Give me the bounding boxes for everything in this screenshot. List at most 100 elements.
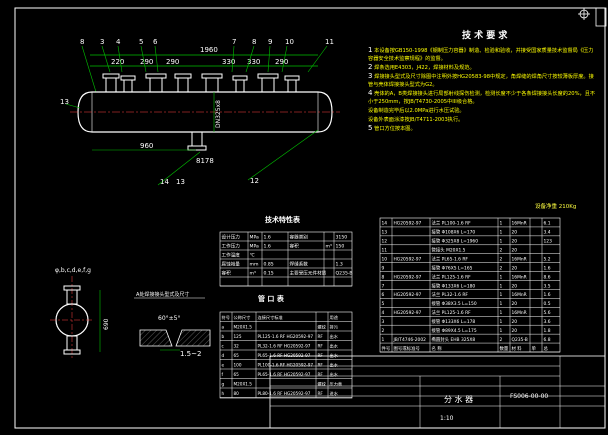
spec-cell: 1.3 [336,262,343,268]
nozzle-header-cell: 用途 [330,314,339,321]
bom-cell: 10 [382,256,388,262]
nozzle-cell: e [222,362,225,367]
bom-cell: 椭圆封头 EHB 325X8 [432,336,476,343]
callout-bottom-b: 13 [176,178,185,186]
callout-bottom-a: 14 [160,178,169,186]
spec-cell: 设计压力 [222,234,241,241]
bom-cell: 4 [382,310,385,316]
bom-header-cell: 总 [544,345,549,352]
nozzle-cell: g [222,381,225,386]
weld-angle: 60°±5° [158,315,180,322]
callout-right: 12 [250,177,259,185]
dim-6: 290 [275,58,288,66]
bom-cell: 3.6 [544,319,551,325]
nozzle-cell: 80 [234,391,240,396]
bom-cell: 1 [500,230,503,236]
top-nozzles [102,73,300,93]
nozzle-cell: M20X1.5 [234,324,253,329]
nozzle-cell: 出水 [330,371,339,378]
bom-cell: 5.2 [544,256,551,262]
bom-cell: 16MnR [512,274,527,280]
corner-mark [595,7,607,27]
bom-cell: 1 [500,319,503,325]
bom-cell: 9 [382,265,385,271]
nozzle-cell: d [222,353,225,358]
nozzle-cell: PL125-1.6 RF HG20592-97 [258,334,314,339]
nozzle-header-cell: 连接尺寸标准 [258,314,283,321]
nozzle-cell: 出水 [330,352,339,359]
nozzle-cell: 100 [234,362,242,367]
bom-cell: 1 [500,328,503,334]
nozzle-cell: b [222,334,225,339]
leader-8: 8 [80,38,84,46]
bom-cell: 1 [382,337,385,343]
dim-4: 330 [222,58,235,66]
tech-req-item: 1 本设备按GB150-1998《钢制压力容器》制造、检验和验收，并接受国家质量… [368,46,594,62]
weld-section-note: A处焊接接头型式及尺寸 [136,291,189,298]
bom-cell: HG20592-97 [394,310,422,316]
bom-cell: 接管 Φ325X8 L=1960 [432,238,479,245]
bom-header-cell: 名 称 [432,345,443,352]
bom-cell: 3.4 [544,230,551,236]
spec-cell: 腐蚀裕量 [222,261,241,268]
bom-cell: HG20592-97 [394,274,422,280]
tech-req-item: 4 壳体的A，B类焊接接头进行局部射线探伤检测，检测长度不少于各条焊接接头长度的… [368,89,596,105]
spec-cell: 1.6 [264,235,271,241]
nozzle-cell: RF [318,353,324,358]
nozzle-cell: 出水 [330,333,339,340]
bom-cell: 2 [382,328,385,334]
spec-cell: 容积 [290,243,300,250]
bom-cell: 20 [512,248,518,254]
net-weight: 设备净重 210Kg [535,202,576,210]
tech-req-item: 设备外表面涂漆按JB/T4711-2003执行。 [368,117,464,123]
bom-cell: 法兰 PL125-1.6 RF [432,309,472,316]
bom-cell: 1 [500,310,503,316]
nozzle-cell: 出水 [330,342,339,349]
nozzle-table-title: 管 口 表 [258,294,285,303]
bom-cell: 2 [500,256,503,262]
bom-cell: Q235-B [512,337,528,343]
bom-cell: 7 [382,283,385,289]
bom-cell: 1.6 [544,292,551,298]
bom-cell: 1 [500,221,503,227]
bom-cell: 法兰 PL32-1.6 RF [432,291,469,298]
bom-cell: 1 [500,283,503,289]
bom-cell: 6 [382,292,385,298]
spec-cell: 容积 [222,270,232,277]
nozzle-cell: 螺纹 [318,323,327,330]
nozzle-cell: 65 [234,372,240,377]
side-view: φ,b,c,d,e,f,g 690 [50,267,110,360]
bom-header-cell: 数量 [500,345,509,352]
spec-table-title: 技术特性表 [265,215,301,224]
callout-left: 13 [60,98,69,106]
bom-cell: 2 [500,337,503,343]
nozzle-cell: 65 [234,353,240,358]
bom-cell: 2 [500,248,503,254]
bom-cell: 接管 Φ108X6 L=170 [432,229,476,236]
bom-cell: 6.1 [544,221,551,227]
spec-cell: 0.15 [264,271,274,277]
bom-cell: 法兰 PL125-1.6 RF [432,273,472,280]
leader-7: 7 [232,38,236,46]
nozzle-cell: 32 [234,343,240,348]
nozzle-cell: 压力表 [330,380,343,387]
weld-dim: 1.5~2 [180,350,201,358]
nozzle-cell: RF [318,343,324,348]
bom-cell: 20 [512,301,518,307]
bom-cell: 2 [500,265,503,271]
bom-cell: 法兰 PL65-1.6 RF [432,255,469,262]
nozzle-cell: RF [318,362,324,367]
leader-3: 3 [100,38,104,46]
bom-cell: 13 [382,230,388,236]
nozzle-cell: PL32-1.6 RF HG20592-97 [258,343,311,348]
nozzle-cell: RF [318,372,324,377]
dim-5: 330 [247,58,260,66]
leader-11: 11 [325,38,334,46]
nozzle-cell: 螺纹 [318,380,327,387]
weld-detail: A处焊接接头型式及尺寸 60°±5° 1.5~2 [134,291,211,358]
nozzle-cell: PL80-1.6 RF HG20592-97 [258,391,311,396]
spec-cell: Q235-B [336,271,353,277]
